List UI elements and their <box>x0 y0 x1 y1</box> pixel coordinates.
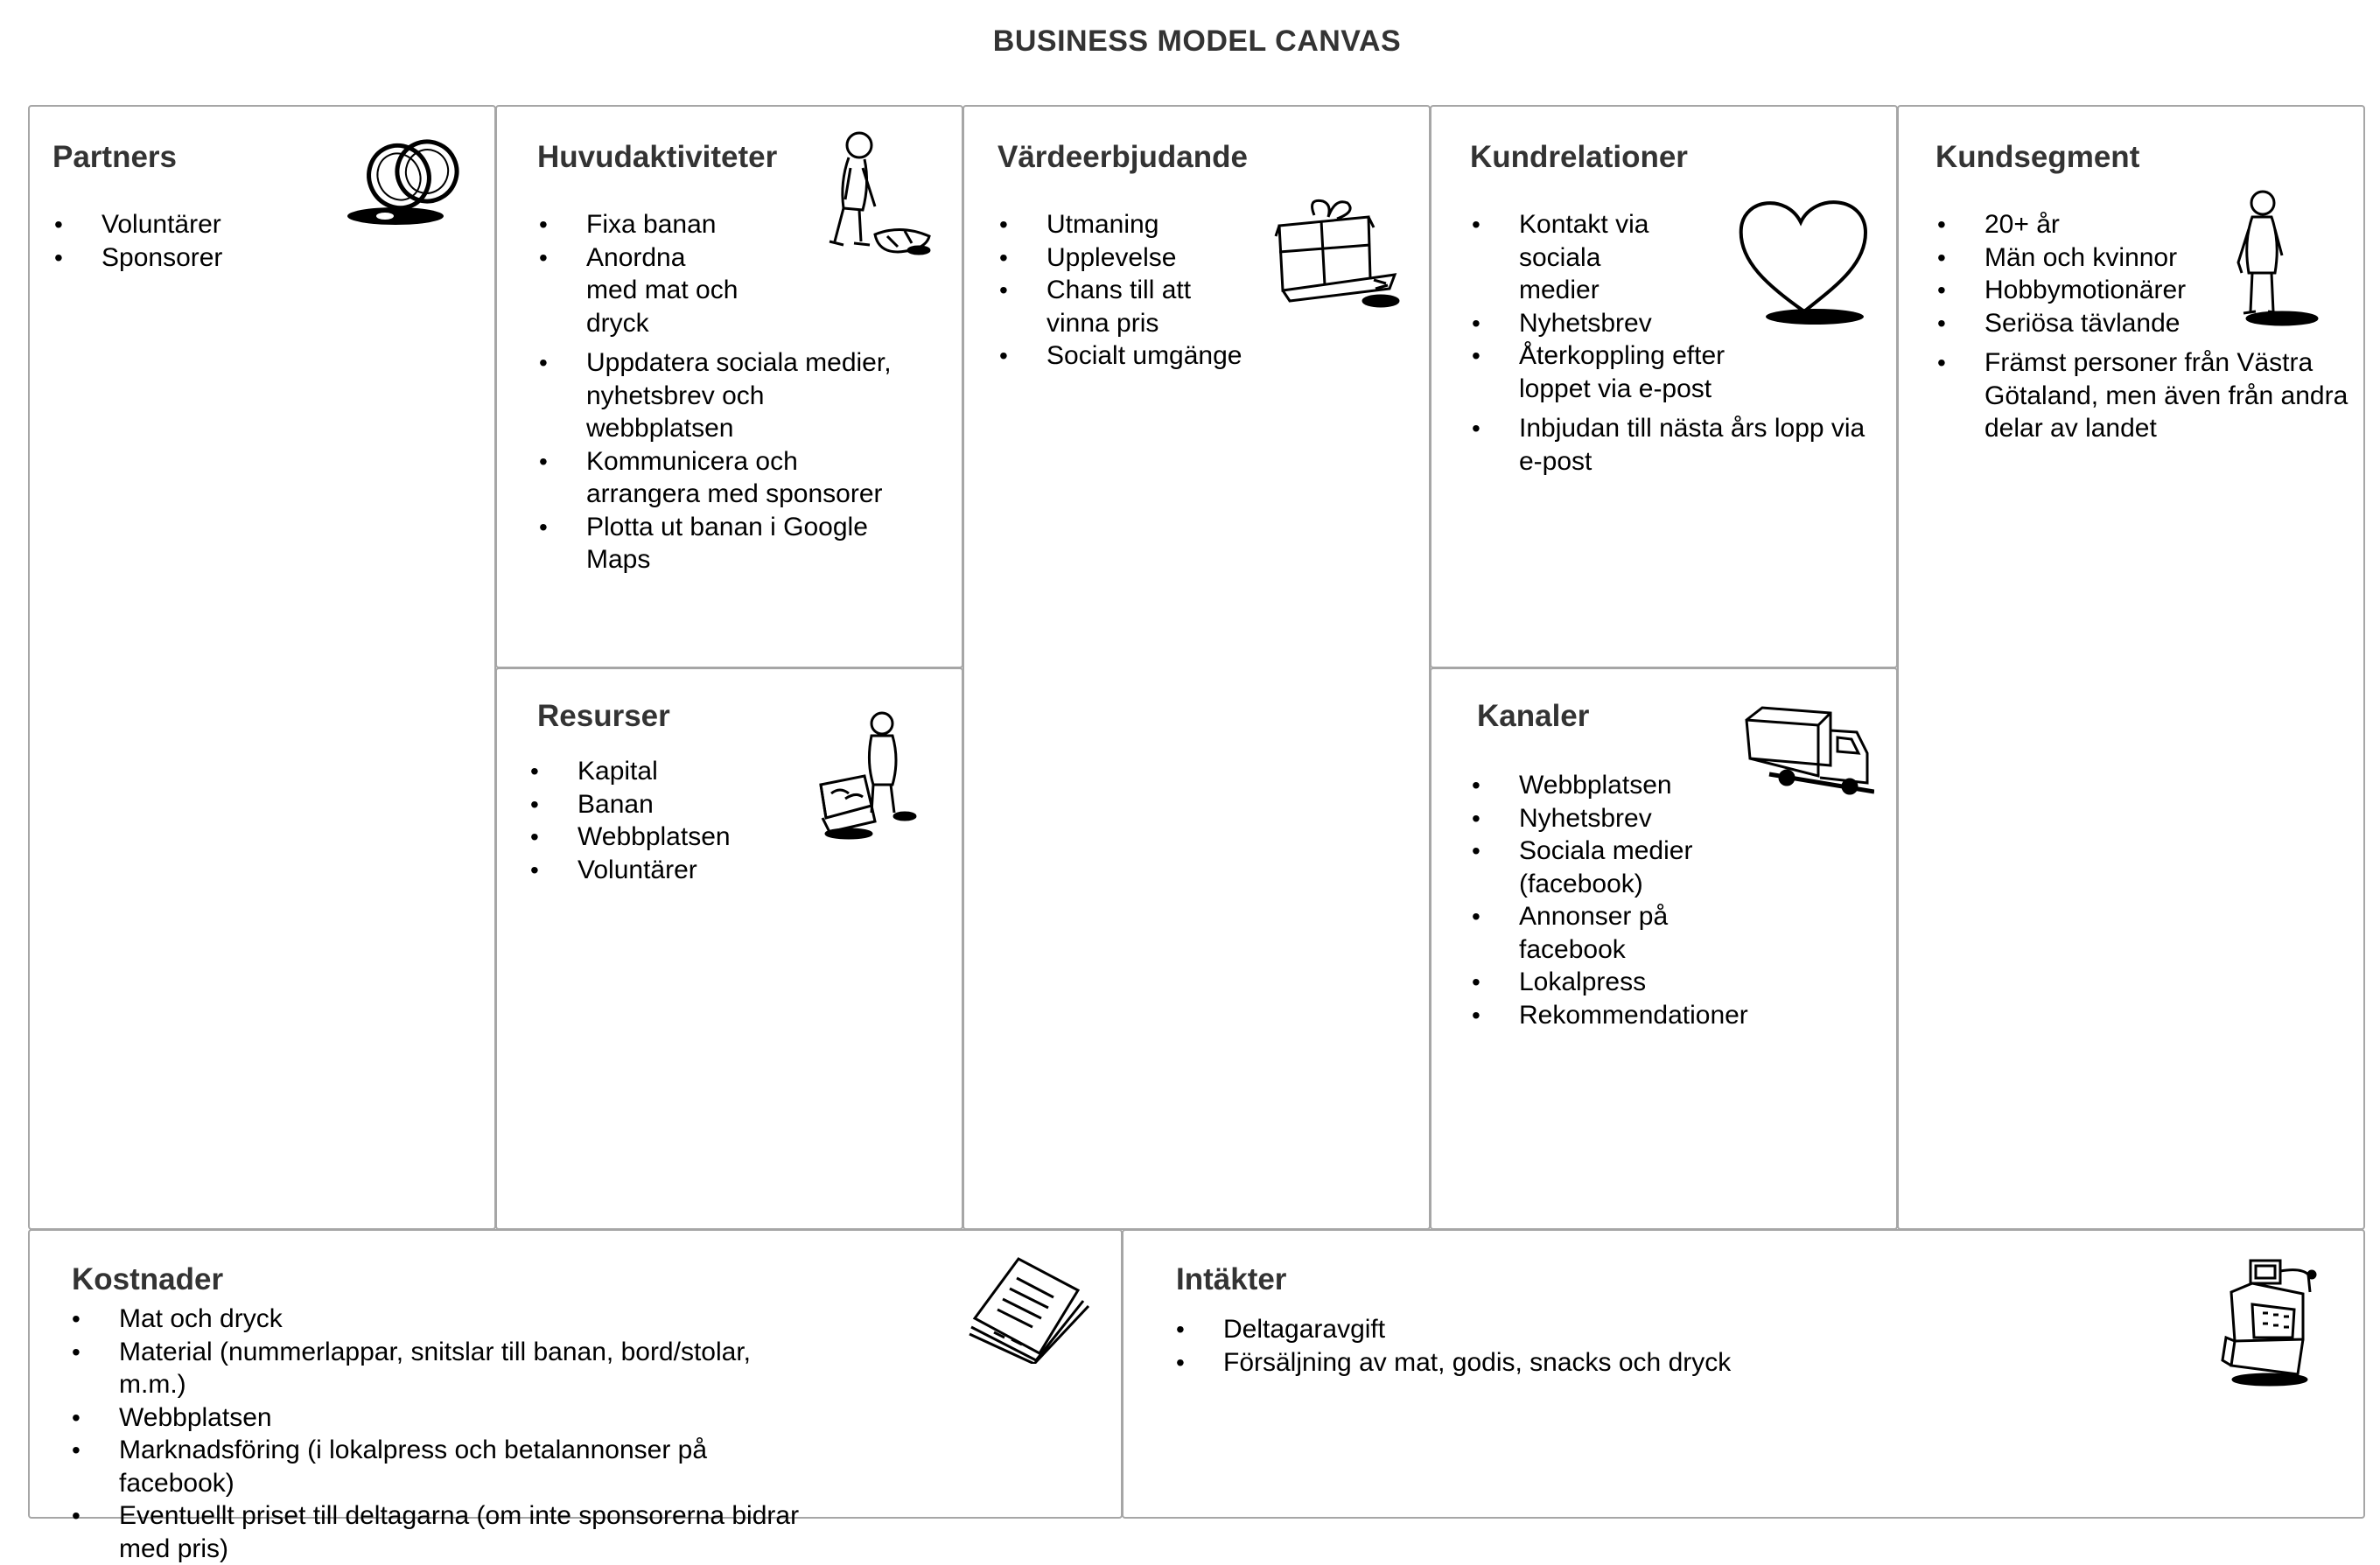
list-item: Marknadsföring (i lokalpress och betalan… <box>70 1434 822 1499</box>
list-item: Inbjudan till nästa års lopp via e-post <box>1470 412 1886 478</box>
list-item: Uppdatera sociala medier, nyhetsbrev och… <box>537 346 919 445</box>
list-item: Lokalpress <box>1470 966 1759 999</box>
customer-segments-block: Kundsegment 20+ år Män och kvinnor Hobby… <box>1897 105 2365 1230</box>
key-activities-block: Huvudaktiviteter Fixa banan Anordna med … <box>495 105 963 668</box>
value-proposition-heading: Värdeerbjudande <box>998 140 1248 174</box>
list-item: Webbplatsen <box>70 1401 822 1435</box>
list-item: Utmaning <box>998 208 1286 241</box>
list-item: Nyhetsbrev <box>1470 307 1864 340</box>
costs-list: Mat och dryck Material (nummerlappar, sn… <box>70 1303 822 1565</box>
gift-icon <box>1272 192 1404 313</box>
list-item: Rekommendationer <box>1470 999 1759 1032</box>
list-item: Chans till att vinna pris <box>998 274 1222 339</box>
list-item: Sponsorer <box>52 241 341 275</box>
value-proposition-list: Utmaning Upplevelse Chans till att vinna… <box>998 208 1286 373</box>
revenue-heading: Intäkter <box>1176 1262 1287 1296</box>
list-item: Socialt umgänge <box>998 339 1286 373</box>
value-proposition-block: Värdeerbjudande Utmaning Upplevelse Chan… <box>962 105 1431 1230</box>
list-item: Upplevelse <box>998 241 1286 275</box>
customer-relationships-block: Kundrelationer Kontakt via sociala medie… <box>1430 105 1898 668</box>
customer-relationships-list: Kontakt via sociala medier Nyhetsbrev Åt… <box>1470 208 1865 478</box>
customer-segments-list: 20+ år Män och kvinnor Hobbymotionärer S… <box>1936 208 2348 445</box>
list-item: Plotta ut banan i Google Maps <box>537 511 919 576</box>
list-item: Främst personer från Västra Götaland, me… <box>1936 346 2352 445</box>
costs-heading: Kostnader <box>72 1262 224 1296</box>
standing-person-icon <box>2210 189 2319 329</box>
person-with-boxes-icon <box>814 709 928 841</box>
list-item: Hobbymotionärer <box>1936 274 2320 307</box>
list-item: Voluntärer <box>52 208 341 241</box>
customer-segments-heading: Kundsegment <box>1936 140 2140 174</box>
cash-register-icon <box>2217 1257 2331 1388</box>
revenue-list: Deltagaravgift Försäljning av mat, godis… <box>1174 1313 1962 1379</box>
list-item: Fixa banan <box>537 208 922 241</box>
list-item: Webbplatsen <box>1470 769 1759 802</box>
list-item: Återkoppling efter loppet via e-post <box>1470 339 1755 405</box>
channels-list: Webbplatsen Nyhetsbrev Sociala medier (f… <box>1470 769 1759 1031</box>
rings-icon <box>343 126 474 229</box>
partners-heading: Partners <box>52 140 178 174</box>
list-item: Seriösa tävlande <box>1936 307 2320 340</box>
list-item: Anordna med mat och dryck <box>537 241 744 340</box>
costs-block: Kostnader Mat och dryck Material (nummer… <box>28 1229 1123 1563</box>
paper-stack-icon <box>968 1255 1099 1364</box>
customer-relationships-heading: Kundrelationer <box>1470 140 1688 174</box>
list-item: Män och kvinnor <box>1936 241 2320 275</box>
page-title: BUSINESS MODEL CANVAS <box>992 24 1402 58</box>
list-item: Annonser på facebook <box>1470 900 1694 966</box>
list-item: Webbplatsen <box>528 821 817 854</box>
list-item: Banan <box>528 788 817 821</box>
list-item: 20+ år <box>1936 208 2320 241</box>
list-item: Försäljning av mat, godis, snacks och dr… <box>1174 1346 1962 1380</box>
list-item: Nyhetsbrev <box>1470 802 1759 835</box>
revenue-block: Intäkter Deltagaravgift Försäljning av m… <box>1122 1229 2365 1519</box>
worker-icon <box>814 129 936 261</box>
channels-heading: Kanaler <box>1477 699 1590 733</box>
heart-icon <box>1734 191 1874 329</box>
key-resources-heading: Resurser <box>537 699 670 733</box>
list-item: Kapital <box>528 755 817 788</box>
channels-block: Kanaler Webbplatsen Nyhetsbrev Sociala m… <box>1430 667 1898 1230</box>
partners-block: Partners Voluntärer Sponsorer <box>28 105 496 1230</box>
list-item: Deltagaravgift <box>1174 1313 1962 1346</box>
key-activities-heading: Huvudaktiviteter <box>537 140 778 174</box>
list-item: Sociala medier (facebook) <box>1470 835 1694 900</box>
list-item: Eventuellt priset till deltagarna (om in… <box>70 1499 836 1565</box>
list-item: Kontakt via sociala medier <box>1470 208 1676 307</box>
list-item: Mat och dryck <box>70 1303 822 1336</box>
key-resources-list: Kapital Banan Webbplatsen Voluntärer <box>528 755 817 886</box>
key-resources-block: Resurser Kapital Banan Webbplatsen Volun… <box>495 667 963 1230</box>
key-activities-list: Fixa banan Anordna med mat och dryck Upp… <box>537 208 922 576</box>
list-item: Kommunicera och arrangera med sponsorer <box>537 445 919 511</box>
list-item: Voluntärer <box>528 854 817 887</box>
partners-list: Voluntärer Sponsorer <box>52 208 341 274</box>
list-item: Material (nummerlappar, snitslar till ba… <box>70 1336 822 1401</box>
truck-icon <box>1743 704 1874 807</box>
